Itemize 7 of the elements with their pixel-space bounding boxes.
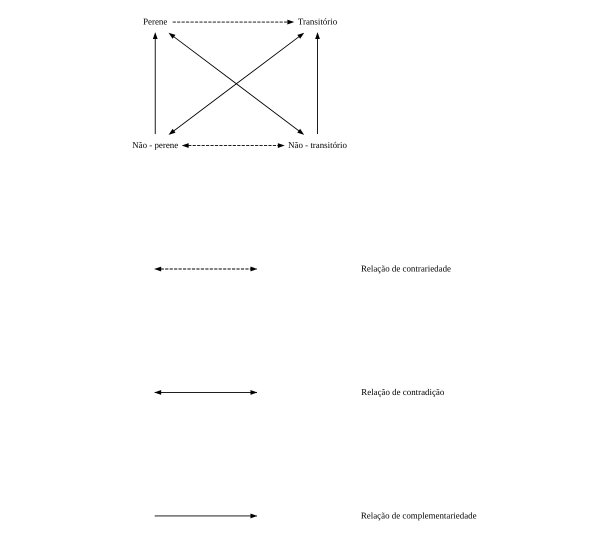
legend-label: Relação de contrariedade	[360, 263, 451, 274]
node-text: Perene	[143, 16, 168, 26]
node-text: Não - transitório	[288, 140, 347, 150]
node-text: Não - perene	[132, 140, 178, 150]
legend-label: Relação de contradição	[361, 386, 444, 397]
node-text: Transitório	[298, 16, 338, 26]
legend-label: Relação de complementariedade	[360, 510, 477, 520]
